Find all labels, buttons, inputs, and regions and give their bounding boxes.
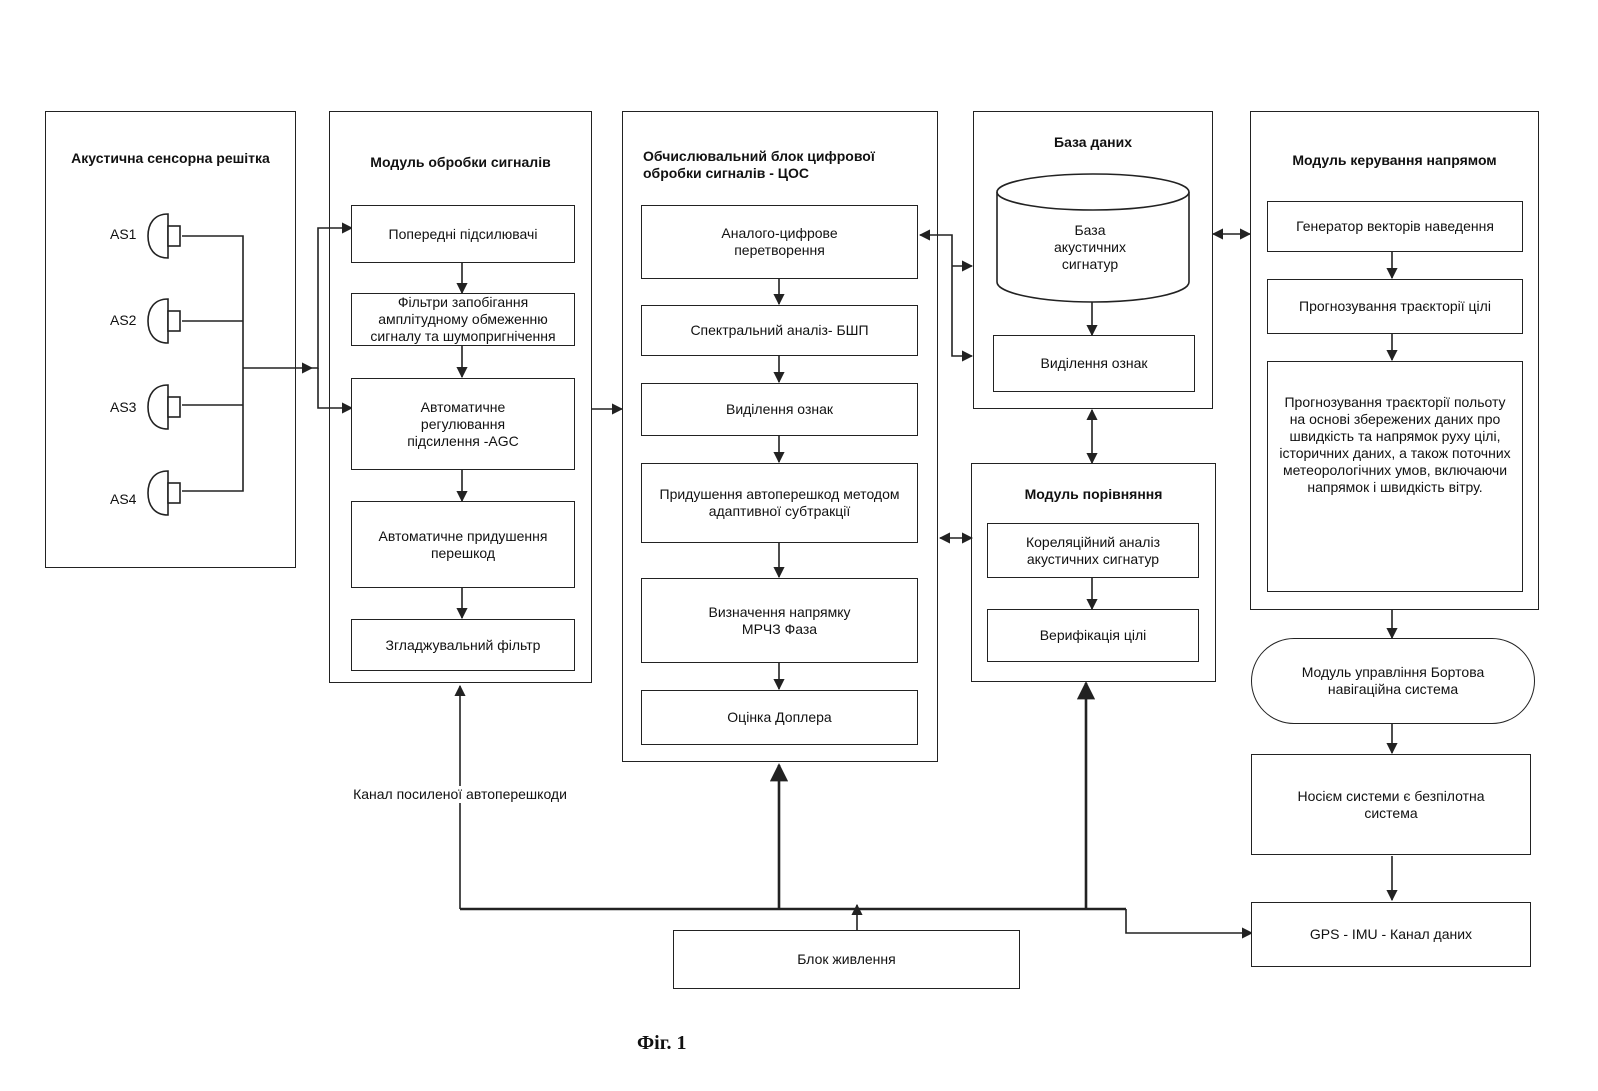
database-cylinder-label: База акустичних сигнатур [1054,222,1126,272]
microphone-icon [147,213,181,259]
sensor-label-as1: AS1 [110,226,137,242]
comparison-container: Модуль порівняння [971,463,1216,682]
agc-block: Автоматичне регулювання підсилення -AGC [351,378,575,470]
comparison-title: Модуль порівняння [1024,486,1163,502]
database-cylinder-icon [996,173,1190,303]
antialias-filter-block: Фільтри запобігання амплітудному обмежен… [351,293,575,346]
adc-block: Аналого-цифрове перетворення [641,205,918,279]
sensor-label-as3: AS3 [110,399,137,415]
direction-module-container: Модуль керування напрямом [1250,111,1539,610]
spectral-analysis-block: Спектральний аналіз- БШП [641,305,918,356]
carrier-block: Носієм системи є безпілотна система [1251,754,1531,855]
direction-module-title: Модуль керування напрямом [1292,152,1497,168]
dsp-block-container: Обчислювальний блок цифрової обробки сиг… [622,111,938,762]
figure-label: Фіг. 1 [637,1032,687,1054]
database-container: База даних [973,111,1213,409]
preamplifier-block: Попередні підсилювачі [351,205,575,263]
sensor-array-title: Акустична сенсорна решітка [71,150,270,166]
microphone-icon [147,298,181,344]
navigation-control-block: Модуль управління Бортова навігаційна си… [1251,638,1535,724]
database-title: База даних [1054,134,1132,150]
feature-extraction-block: Виділення ознак [641,383,918,436]
adaptive-subtraction-block: Придушення автоперешкод методом адаптивн… [641,463,918,543]
target-verification-block: Верифікація цілі [987,609,1199,662]
signal-module-title: Модуль обробки сигналів [370,154,551,170]
signal-module-container: Модуль обробки сигналів [329,111,592,683]
trajectory-prediction-block: Прогнозування траєкторії цілі [1267,279,1523,334]
power-supply-block: Блок живлення [673,930,1020,989]
microphone-icon [147,470,181,516]
db-feature-extraction-block: Виділення ознак [993,335,1195,392]
correlation-analysis-block: Кореляційний аналіз акустичних сигнатур [987,523,1199,578]
sensor-array-container: Акустична сенсорна решітка [45,111,296,568]
doppler-block: Оцінка Доплера [641,690,918,745]
sensor-label-as4: AS4 [110,491,137,507]
vector-generator-block: Генератор векторів наведення [1267,201,1523,252]
dsp-block-title: Обчислювальний блок цифрової обробки сиг… [643,148,875,181]
noise-suppression-block: Автоматичне придушення перешкод [351,501,575,588]
direction-finding-block: Визначення напрямку МРЧЗ Фаза [641,578,918,663]
sensor-label-as2: AS2 [110,312,137,328]
microphone-icon [147,384,181,430]
flight-prediction-block: Прогнозування траєкторії польоту на осно… [1267,361,1523,592]
smoothing-filter-block: Згладжувальний фільтр [351,619,575,671]
gps-imu-block: GPS - IMU - Канал даних [1251,902,1531,967]
interference-channel-label: Канал посиленої автоперешкоди [340,786,580,803]
